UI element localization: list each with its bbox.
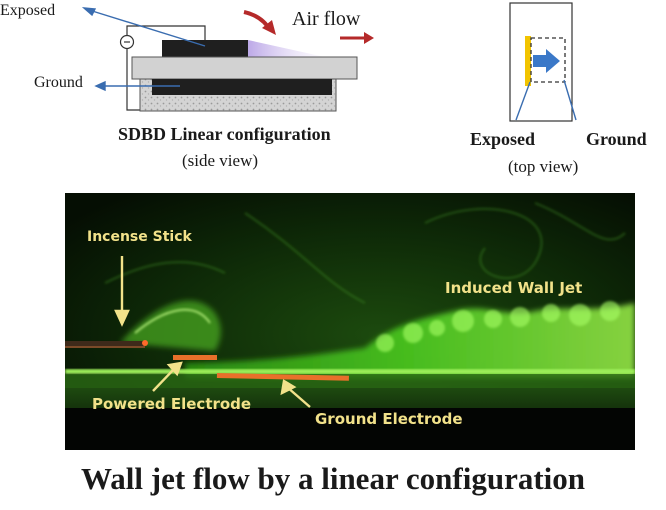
top-label-arrows xyxy=(515,79,577,121)
ground-electrode-label: Ground Electrode xyxy=(315,410,463,428)
side-ground-label: Ground xyxy=(34,74,83,91)
airflow-label: Air flow xyxy=(292,8,361,30)
side-view-diagram xyxy=(81,7,374,112)
incense-plume xyxy=(120,300,221,351)
powered-electrode-strip xyxy=(173,355,217,360)
top-ground-label: Ground xyxy=(586,129,647,149)
top-exposed-electrode xyxy=(525,36,531,86)
top-exposed-label: Exposed xyxy=(470,129,536,149)
top-view-diagram xyxy=(509,2,577,122)
side-view-subtitle: (side view) xyxy=(182,151,259,170)
ground-pointer-arrow-icon xyxy=(286,386,311,408)
powered-pointer-arrow-icon xyxy=(152,367,176,392)
wall-jet-photo: Incense Stick Induced Wall Jet Powered E… xyxy=(65,193,635,450)
figure-caption: Wall jet flow by a linear configuration xyxy=(80,461,586,496)
airflow-arrow-icon xyxy=(340,32,374,44)
side-exposed-label: Exposed xyxy=(0,2,56,19)
incense-stick-label: Incense Stick xyxy=(87,229,192,245)
induced-wall-jet-label: Induced Wall Jet xyxy=(445,279,583,297)
wiring xyxy=(126,25,206,111)
top-flow-arrow-icon xyxy=(533,49,560,73)
powered-electrode-label: Powered Electrode xyxy=(92,395,252,413)
top-view-subtitle: (top view) xyxy=(508,157,579,176)
ground-electrode-strip xyxy=(216,373,349,381)
exposed-electrode xyxy=(162,40,248,57)
side-view-title: SDBD Linear configuration xyxy=(118,124,331,144)
incense-stick xyxy=(65,341,145,346)
airflow-curve-arrow-icon xyxy=(243,10,276,35)
dielectric-layer xyxy=(131,56,358,80)
label-arrows xyxy=(81,7,206,92)
ground-electrode xyxy=(152,79,332,95)
plasma-region xyxy=(248,40,325,57)
top-ground-electrode xyxy=(530,37,566,83)
